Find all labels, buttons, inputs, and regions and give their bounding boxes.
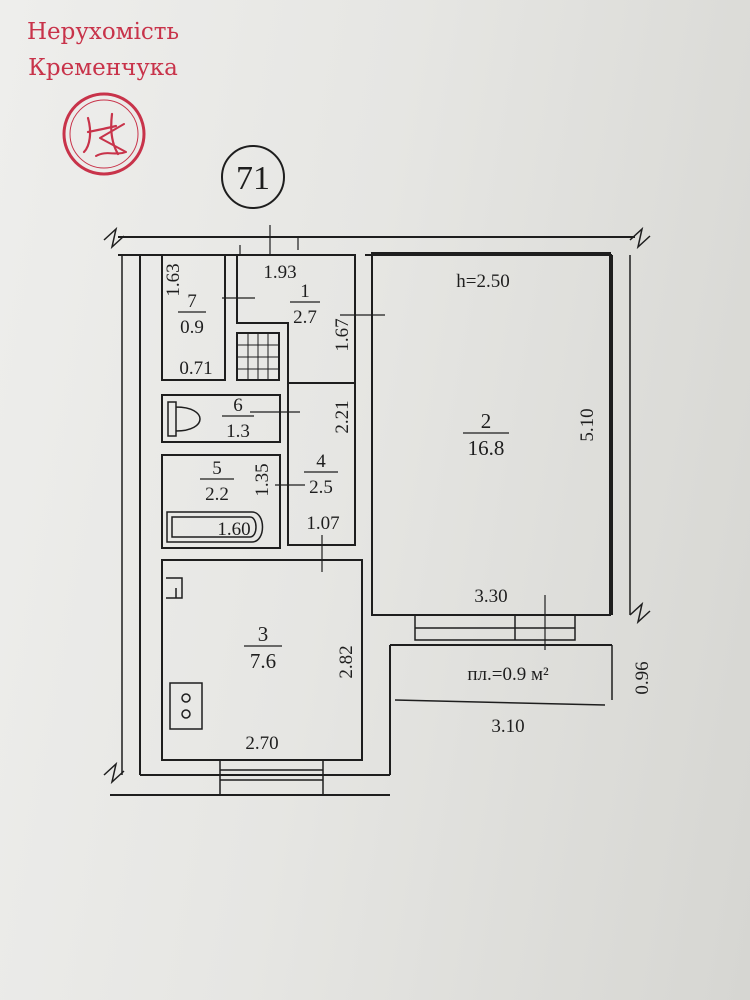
brand-text: Нерухомість Кременчука: [8, 14, 198, 86]
dim-1-35: 1.35: [252, 463, 273, 496]
room-1-number: 1: [300, 281, 310, 302]
nk-monogram-seal-icon: [62, 92, 146, 176]
room-4-number: 4: [316, 451, 326, 472]
dim-2-21: 2.21: [332, 400, 353, 433]
stove-icon: [169, 682, 203, 730]
dim-2-70: 2.70: [245, 733, 278, 754]
sink-icon: [166, 577, 183, 599]
dim-5-10: 5.10: [577, 408, 598, 441]
room-7-area: 0.9: [180, 317, 204, 338]
dim-2-82: 2.82: [336, 645, 357, 678]
dim-3-30: 3.30: [474, 586, 507, 607]
room-5-area: 2.2: [205, 484, 229, 505]
room-3-number: 3: [258, 622, 269, 646]
dimension-lines: [222, 225, 546, 650]
room-3-area: 7.6: [250, 649, 276, 673]
dim-0-96: 0.96: [632, 661, 653, 694]
bathtub-icon: [166, 511, 264, 543]
room-5-bath-outline: [161, 454, 281, 549]
window-room-2: [414, 614, 576, 641]
dim-0-71: 0.71: [179, 358, 212, 379]
room-2-area: 16.8: [468, 436, 505, 460]
brand-line-2: Кременчука: [28, 55, 178, 81]
room-6-wc-outline: [161, 394, 281, 443]
room-2-number: 2: [481, 409, 492, 433]
dim-1-93: 1.93: [263, 262, 296, 283]
room-4-area: 2.5: [309, 477, 333, 498]
dim-1-60: 1.60: [217, 519, 250, 540]
balcony-area: пл.=0.9 м²: [467, 664, 549, 685]
brand-line-1: Нерухомість: [26, 19, 180, 45]
room-6-area: 1.3: [226, 421, 250, 442]
window-kitchen: [219, 759, 324, 796]
dim-1-63: 1.63: [163, 263, 184, 296]
ceiling-height: h=2.50: [456, 271, 509, 292]
dim-3-10: 3.10: [491, 716, 524, 737]
room-1-area: 2.7: [293, 307, 317, 328]
balcony: [389, 644, 613, 706]
apartment-number-badge: 71: [221, 145, 285, 209]
apartment-number: 71: [236, 160, 270, 197]
dim-1-07: 1.07: [306, 513, 339, 534]
room-6-number: 6: [233, 395, 243, 416]
room-5-number: 5: [212, 458, 222, 479]
room-2-living-outline: [371, 252, 611, 616]
toilet-icon: [167, 401, 201, 437]
room-4-corridor-outline: [287, 382, 356, 546]
room-7-number: 7: [187, 291, 197, 312]
room-7-wc-outline: [161, 254, 226, 381]
dim-1-67: 1.67: [332, 318, 353, 351]
